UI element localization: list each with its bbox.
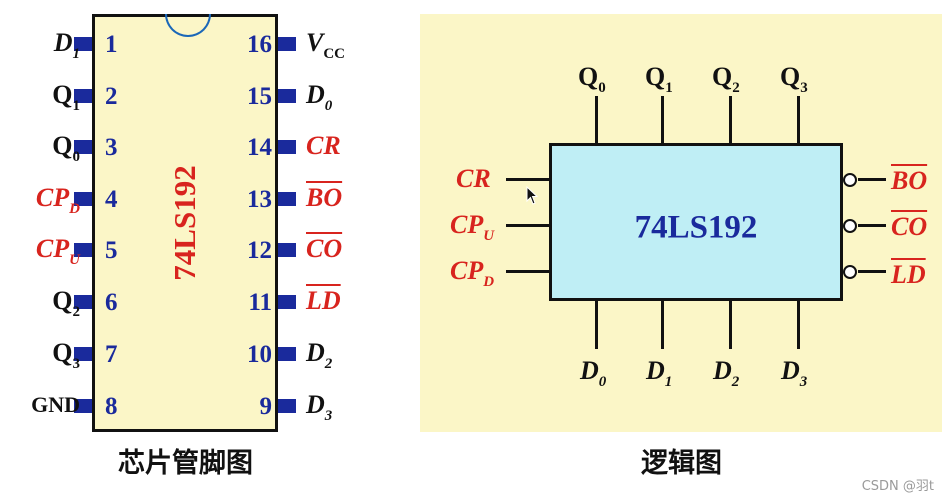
cr-line [506,178,551,181]
pin-stub-11 [278,295,296,309]
logic-diagram-caption: 逻辑图 [641,448,722,479]
pin-stub-9 [278,399,296,413]
logic-label-cpu: CPU [450,210,495,244]
pin-number-4: 4 [105,186,118,213]
pin-label-cr: CR [306,131,341,160]
logic-label-d2: D2 [713,356,740,390]
logic-label-ld: LD [891,260,926,289]
q0-line [595,96,598,144]
pin-label-q2: Q2 [52,286,80,320]
pin-stub-10 [278,347,296,361]
logic-chip-name: 74LS192 [634,209,758,246]
d3-line [797,301,800,349]
pin-stub-2 [74,89,92,103]
pin-label-ld: LD [306,286,341,315]
pin-number-12: 12 [247,237,272,264]
pin-stub-5 [74,243,92,257]
pin-number-14: 14 [247,134,272,161]
pin-label-co: CO [306,234,343,263]
logic-label-q0: Q0 [578,62,606,96]
pin-number-13: 13 [247,186,272,213]
d2-line [729,301,732,349]
pin-stub-3 [74,140,92,154]
ld-inversion-bubble [843,265,857,279]
ld-line [858,270,886,273]
pin-number-11: 11 [248,289,272,316]
logic-label-d1: D1 [646,356,673,390]
pin-stub-4 [74,192,92,206]
pin-label-bo: BO [306,183,343,212]
pin-label-q1: Q1 [52,80,80,114]
logic-label-cpd: CPD [450,256,495,290]
pin-number-1: 1 [105,31,118,58]
chip-body [92,14,278,432]
pin-stub-7 [74,347,92,361]
logic-label-d0: D0 [580,356,607,390]
logic-label-q3: Q3 [780,62,808,96]
pin-stub-14 [278,140,296,154]
pin-label-vcc: VCC [306,28,346,62]
watermark: CSDN @羽t [861,479,934,494]
d1-line [661,301,664,349]
chip-name-label: 74LS192 [167,165,202,281]
pin-number-10: 10 [247,341,272,368]
bo-inversion-bubble [843,173,857,187]
logic-label-q1: Q1 [645,62,673,96]
pin-label-q0: Q0 [52,131,80,165]
logic-block [549,143,843,301]
pin-label-cpu: CPU [35,234,80,268]
logic-label-cr: CR [456,164,491,193]
logic-label-bo: BO [891,166,928,195]
co-inversion-bubble [843,219,857,233]
pin-number-2: 2 [105,83,118,110]
pin-label-d1: D1 [53,28,80,62]
pin-stub-8 [74,399,92,413]
pin-label-d0: D0 [306,80,333,114]
mouse-cursor-icon [526,186,539,205]
pin-stub-1 [74,37,92,51]
pin-number-8: 8 [105,393,118,420]
pin-label-gnd: GND [31,392,80,417]
cpd-line [506,270,551,273]
pin-diagram-caption: 芯片管脚图 [118,448,253,479]
bo-line [858,178,886,181]
q3-line [797,96,800,144]
pin-stub-12 [278,243,296,257]
logic-label-co: CO [891,212,928,241]
q2-line [729,96,732,144]
pin-stub-13 [278,192,296,206]
pin-number-9: 9 [259,393,273,420]
pin-label-d3: D3 [306,390,333,424]
pin-stub-16 [278,37,296,51]
pin-number-6: 6 [105,289,118,316]
pin-stub-6 [74,295,92,309]
pin-number-3: 3 [105,134,118,161]
pin-label-d2: D2 [306,338,333,372]
pin-number-5: 5 [105,237,118,264]
logic-label-d3: D3 [781,356,808,390]
pin-number-7: 7 [105,341,118,368]
pin-stub-15 [278,89,296,103]
co-line [858,224,886,227]
logic-label-q2: Q2 [712,62,740,96]
pin-number-15: 15 [247,83,272,110]
pin-label-q3: Q3 [52,338,80,372]
cpu-line [506,224,551,227]
d0-line [595,301,598,349]
pin-label-cpd: CPD [35,183,80,217]
q1-line [661,96,664,144]
pin-number-16: 16 [247,31,272,58]
